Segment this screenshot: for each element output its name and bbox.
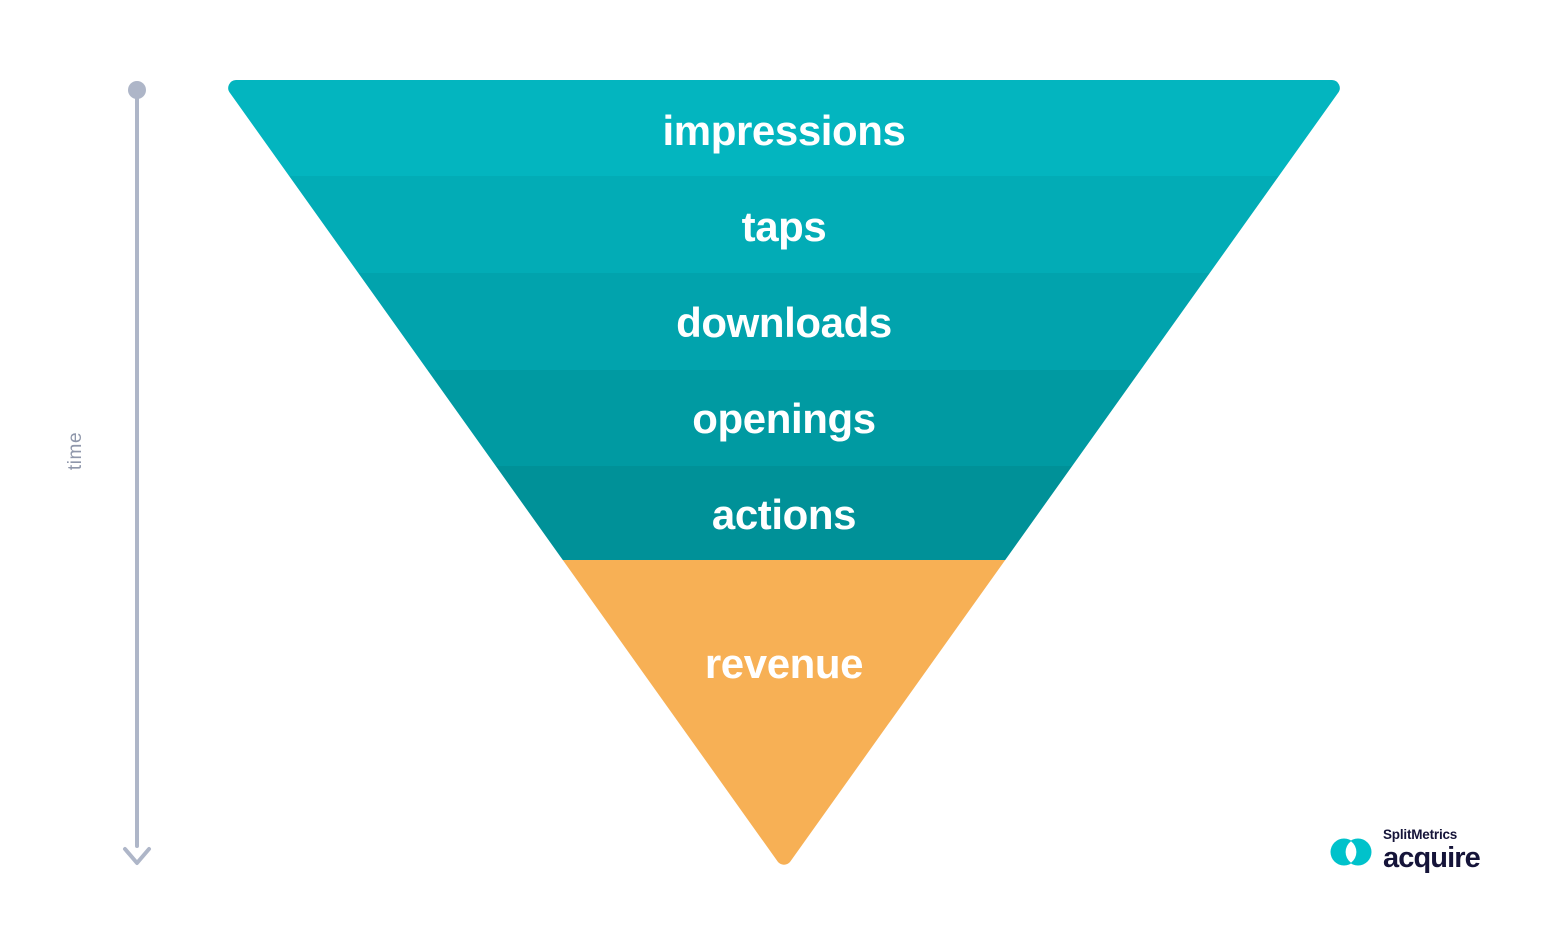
axis-arrow-down-icon [123, 847, 151, 865]
overlapping-circles-icon [1330, 838, 1372, 866]
funnel-chart: impressions taps downloads openings acti… [228, 80, 1340, 866]
funnel-band-downloads[interactable] [228, 273, 1340, 370]
funnel-band-revenue[interactable] [228, 560, 1340, 866]
axis-line [135, 88, 139, 848]
funnel-band-impressions[interactable] [228, 80, 1340, 176]
funnel-band-actions[interactable] [228, 466, 1340, 560]
funnel-band-openings[interactable] [228, 370, 1340, 466]
logo-product-text: acquire [1383, 842, 1481, 875]
time-axis: time [0, 0, 260, 949]
logo-brand-text: SplitMetrics [1383, 827, 1458, 842]
funnel-band-taps[interactable] [228, 176, 1340, 273]
splitmetrics-acquire-logo[interactable]: SplitMetrics acquire [1329, 824, 1481, 880]
funnel-shape [228, 80, 1340, 866]
axis-label-time: time [65, 431, 86, 471]
